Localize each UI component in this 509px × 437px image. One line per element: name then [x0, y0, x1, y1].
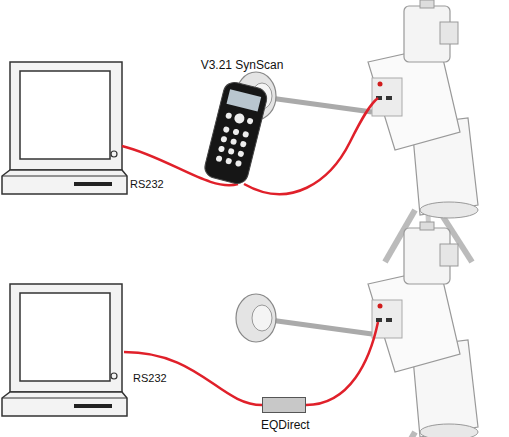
serial-cable: [124, 352, 262, 405]
telescope-mount: [236, 0, 478, 262]
handset-controller: [203, 80, 269, 186]
telescope-mount: [236, 222, 478, 437]
laptop-icon: [2, 62, 127, 194]
port-label: RS232: [133, 372, 167, 385]
port-label: RS232: [130, 178, 164, 191]
device-label: V3.21 SynScan: [175, 58, 309, 72]
laptop-icon: [2, 284, 127, 416]
handset-node: V3.21 SynScan: [175, 58, 309, 72]
mount-cable: [306, 322, 378, 405]
device-label: EQDirect: [261, 418, 310, 432]
mount-cable: [244, 98, 378, 194]
adapter-box: EQDirect: [262, 397, 306, 413]
